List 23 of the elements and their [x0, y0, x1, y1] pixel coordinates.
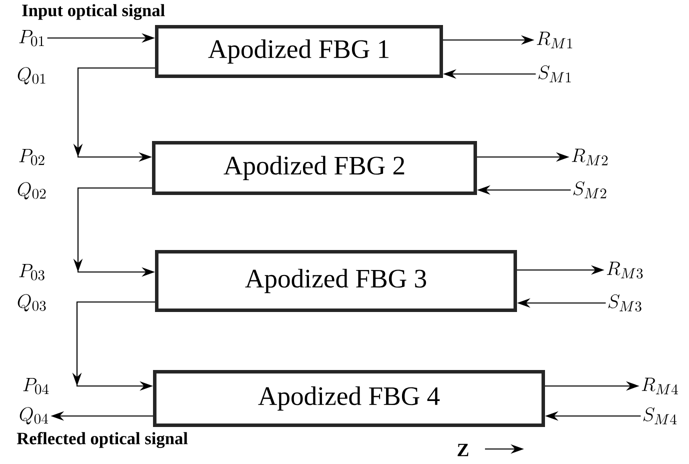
math-label: $P_{03}$	[19, 264, 44, 280]
math-label: $Q_{01}$	[18, 67, 46, 84]
fbg-box: Apodized FBG 1	[155, 25, 443, 78]
math-label: $R_{M1}$	[536, 32, 572, 48]
math-label: $R_{M3}$	[606, 262, 643, 279]
axis-label: Z	[458, 444, 468, 456]
math-label: $P_{01}$	[19, 30, 44, 46]
math-label: $P_{04}$	[23, 378, 49, 394]
fbg-box: Apodized FBG 4	[153, 370, 545, 427]
math-label: $S_{M1}$	[538, 65, 571, 82]
math-label: $P_{02}$	[19, 149, 44, 166]
math-label: $S_{M2}$	[573, 181, 606, 198]
math-label: $Q_{04}$	[20, 407, 48, 424]
fbg-box: Apodized FBG 3	[155, 250, 517, 312]
fbg-box: Apodized FBG 2	[152, 141, 477, 195]
math-label: $S_{M4}$	[643, 407, 677, 424]
math-label: $R_{M2}$	[572, 148, 608, 166]
math-label: $R_{M4}$	[642, 378, 678, 394]
caption-label: Reflected optical signal	[16, 432, 188, 448]
caption-label: Input optical signal	[22, 4, 165, 20]
math-label: $S_{M3}$	[608, 294, 642, 312]
math-label: $Q_{02}$	[18, 182, 46, 200]
math-label: $Q_{03}$	[18, 294, 46, 312]
